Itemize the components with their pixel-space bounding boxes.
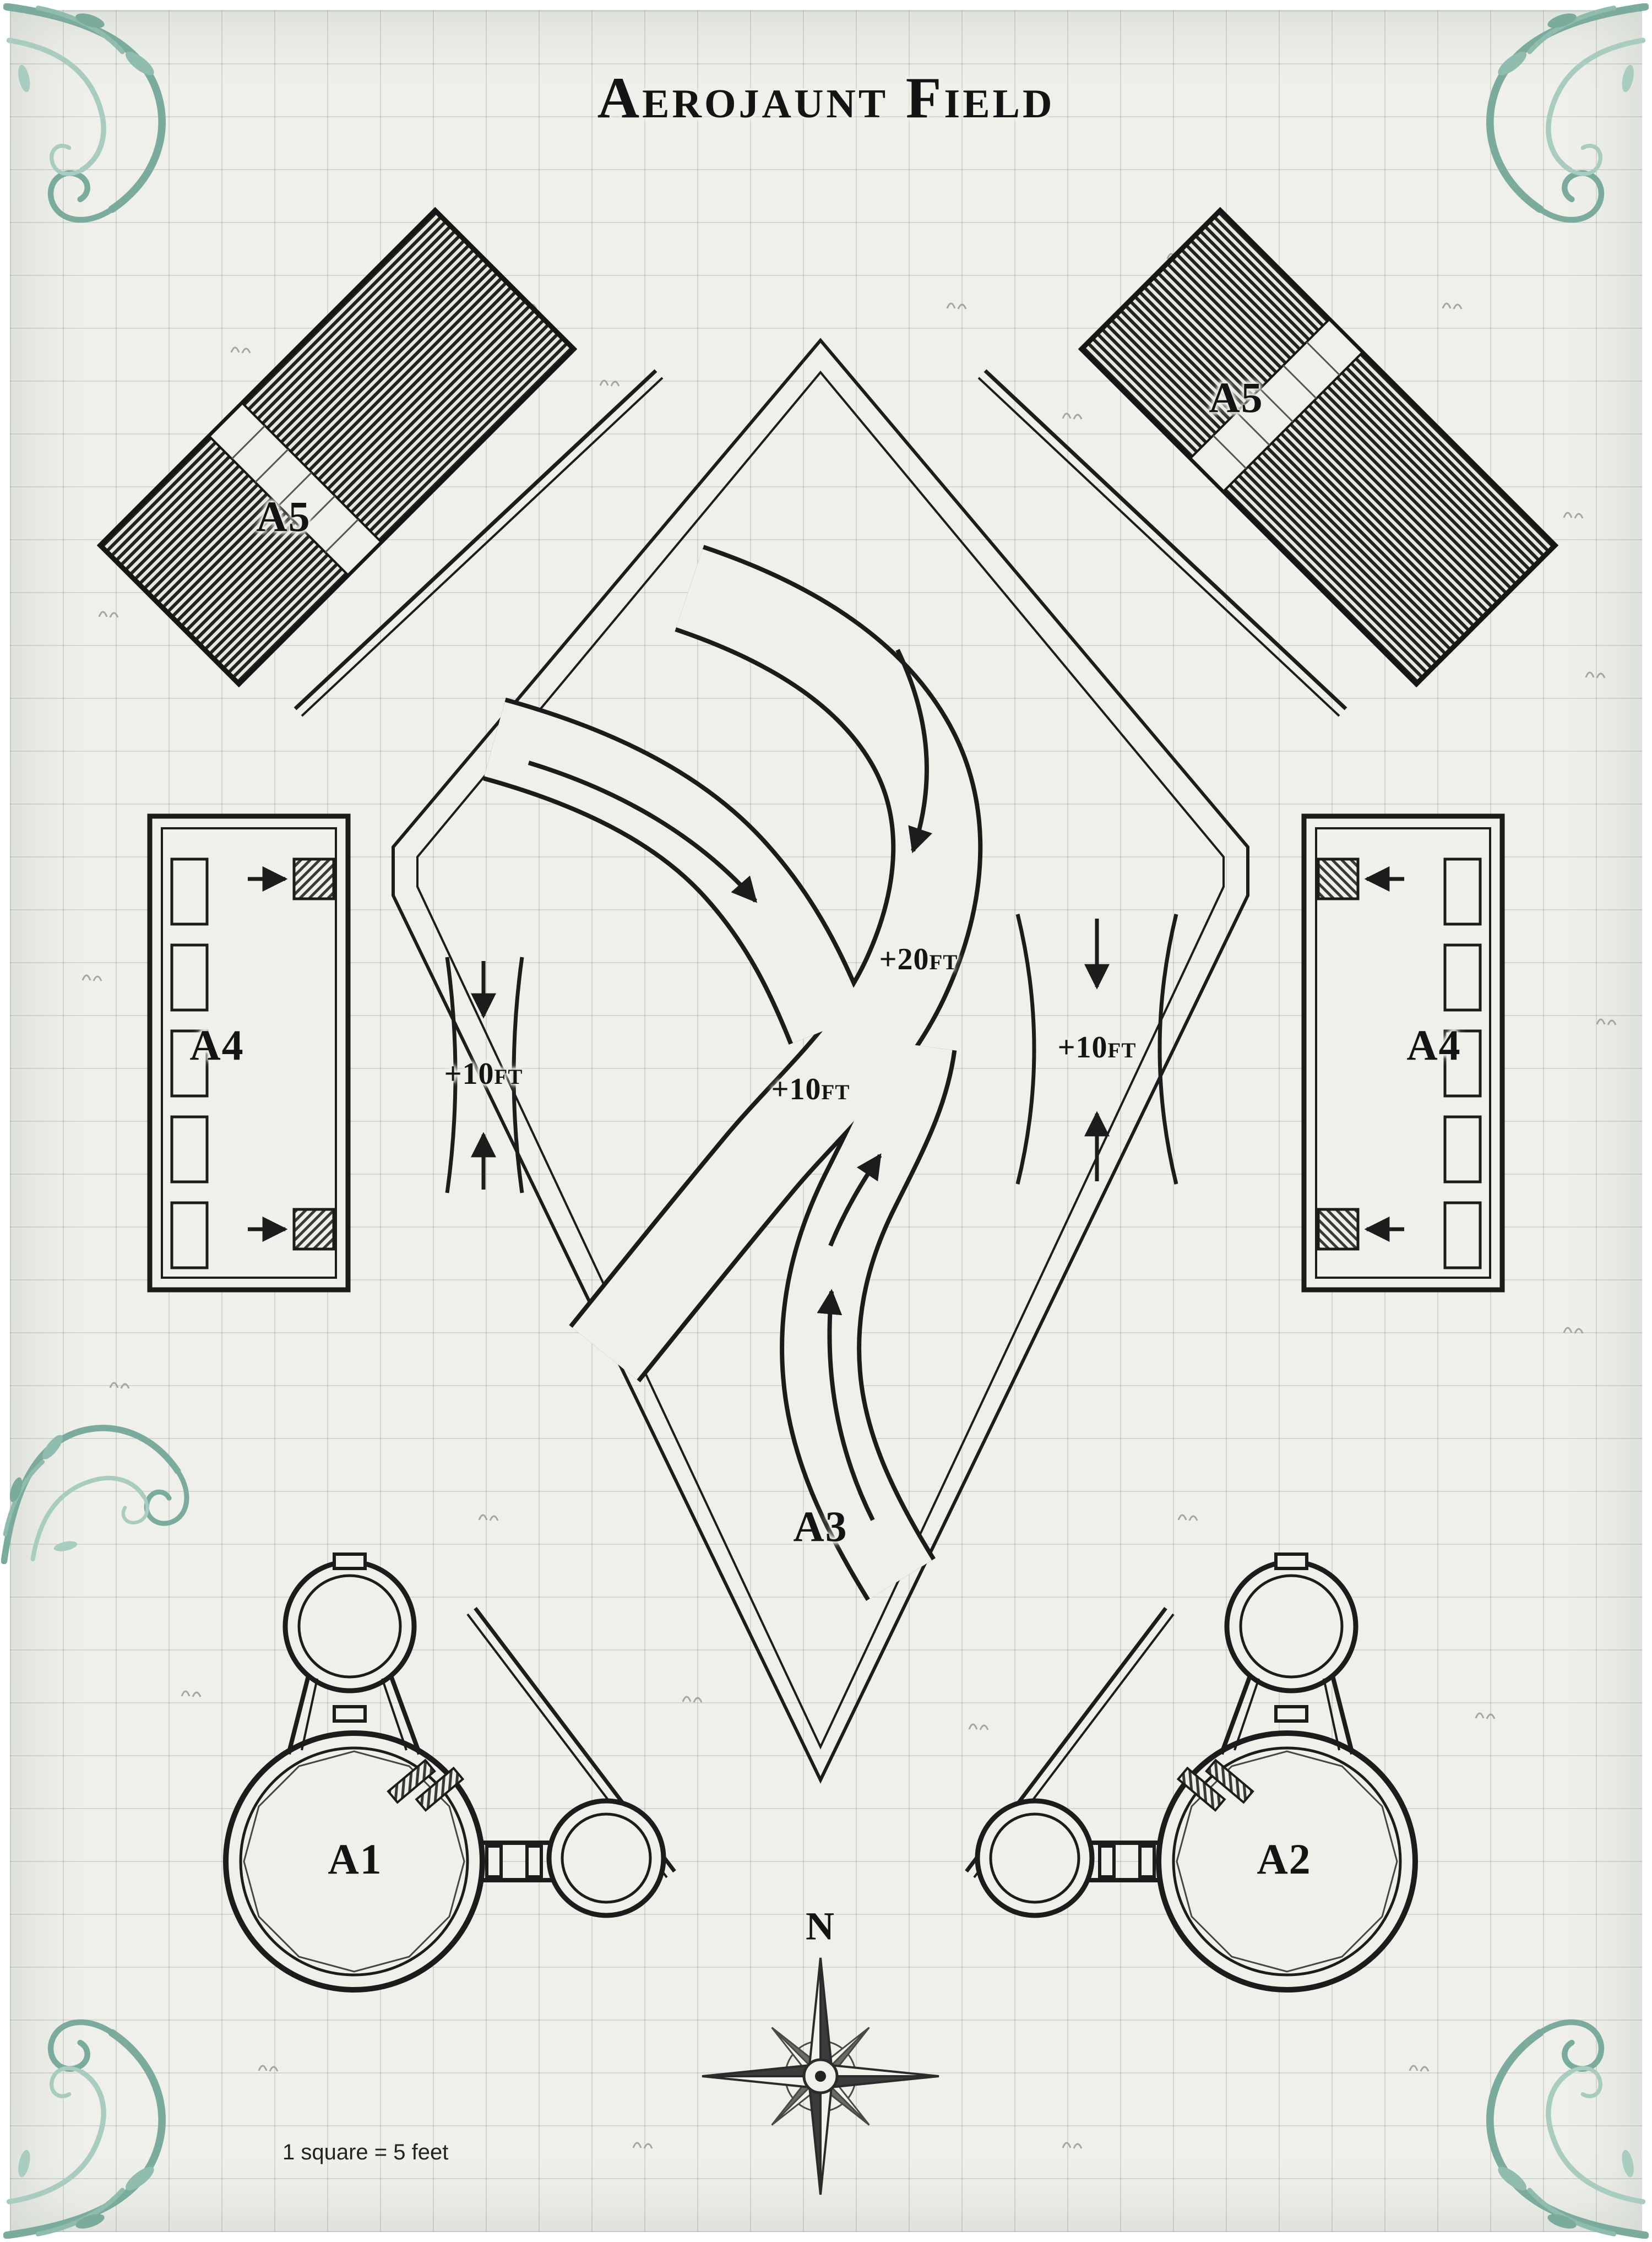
label-a2: A2 (1257, 1835, 1312, 1883)
label-a3: A3 (793, 1502, 848, 1550)
updraft-gate-east (1015, 914, 1178, 1185)
ramp-lines-northeast (977, 369, 1347, 717)
label-a4-west: A4 (189, 1021, 244, 1069)
label-updraft-plus10-center: +10ft (771, 1072, 850, 1106)
page-title: Aerojaunt Field (597, 66, 1055, 130)
wind-currents (483, 545, 983, 1601)
scale-note: 1 square = 5 feet (282, 2140, 449, 2164)
compass-rose-icon (701, 1957, 940, 2196)
label-a1: A1 (328, 1835, 383, 1883)
updraft-gate-west (445, 957, 524, 1193)
wind-current-arrows (528, 649, 932, 1521)
grandstand-a5-west (100, 210, 574, 684)
grandstand-a5-east (1082, 210, 1555, 684)
label-a5-west: A5 (256, 492, 311, 540)
label-updraft-plus10-east: +10ft (1057, 1030, 1137, 1065)
building-a4-west (150, 816, 348, 1290)
label-a5-east: A5 (1209, 373, 1264, 421)
label-updraft-plus20: +20ft (879, 942, 958, 976)
label-a4-east: A4 (1406, 1021, 1461, 1069)
grass-tufts (81, 253, 1617, 2149)
field-boundary-a3 (392, 338, 1249, 1784)
label-updraft-plus10-west: +10ft (444, 1057, 523, 1091)
ramp-lines-northwest (294, 369, 664, 717)
compass-north-label: N (806, 1904, 834, 1948)
building-a4-east (1304, 816, 1502, 1290)
